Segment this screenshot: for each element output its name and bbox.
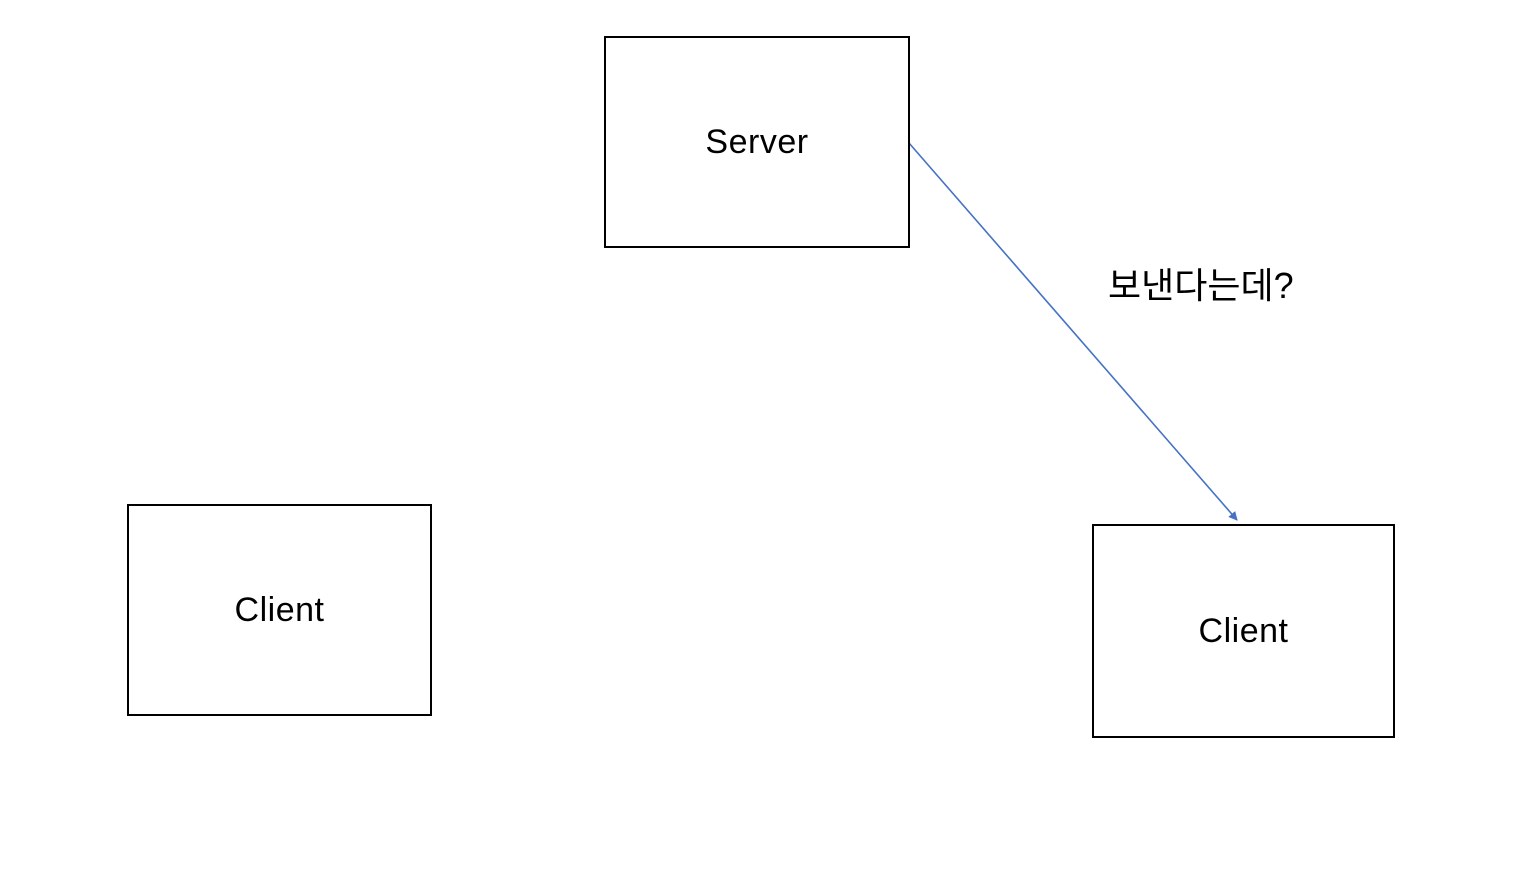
server-to-client-arrow bbox=[908, 142, 1238, 521]
node-client-right-label: Client bbox=[1198, 612, 1289, 650]
node-server: Server bbox=[604, 36, 910, 248]
node-server-label: Server bbox=[705, 123, 809, 161]
node-client-left: Client bbox=[127, 504, 432, 716]
node-client-right: Client bbox=[1092, 524, 1395, 738]
arrow-annotation: 보낸다는데? bbox=[1108, 265, 1294, 306]
node-client-left-label: Client bbox=[234, 591, 325, 629]
